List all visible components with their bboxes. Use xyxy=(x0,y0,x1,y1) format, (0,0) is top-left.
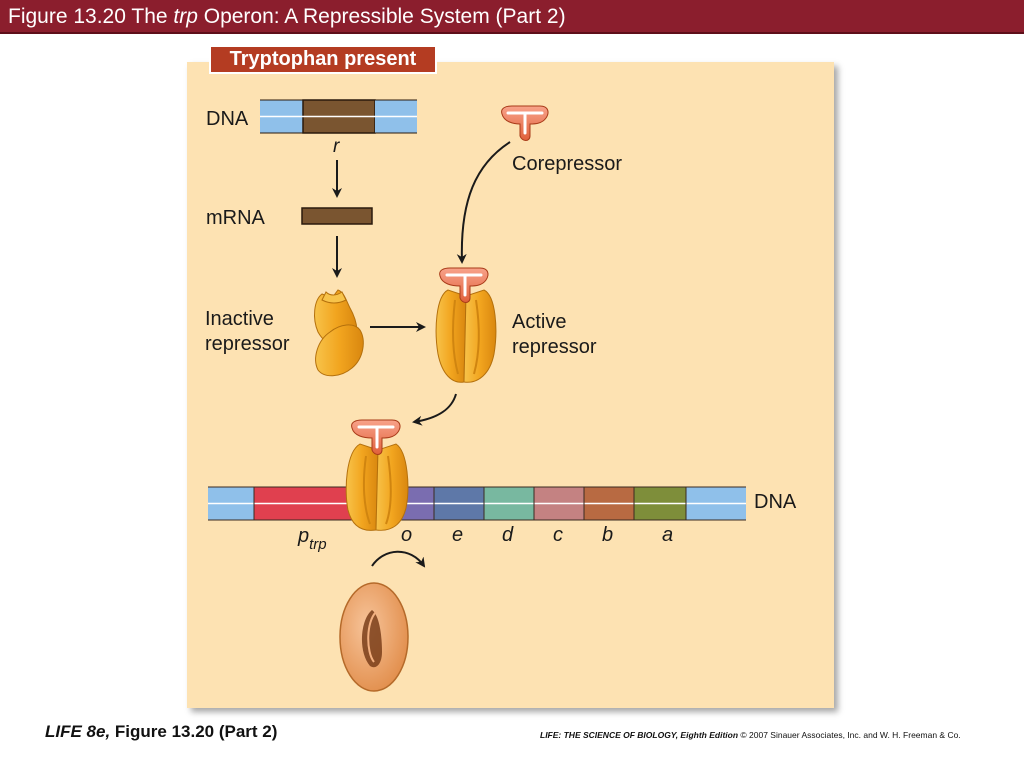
corepressor-shape xyxy=(501,105,549,141)
slide-title: Figure 13.20 The trp Operon: A Repressib… xyxy=(8,5,566,28)
dna-regulatory-gene xyxy=(260,99,417,134)
inactive-label-2: repressor xyxy=(205,333,290,355)
panel-label: Tryptophan present xyxy=(209,45,437,74)
active-label-1: Active xyxy=(512,311,566,333)
active-label-2: repressor xyxy=(512,336,597,358)
operon-dna xyxy=(208,486,746,521)
footer-copyright: LIFE: THE SCIENCE OF BIOLOGY, Eighth Edi… xyxy=(540,730,961,740)
title-bar: Figure 13.20 The trp Operon: A Repressib… xyxy=(0,0,1024,34)
gene-label-e: e xyxy=(452,524,463,546)
dna-top-label: DNA xyxy=(206,108,249,130)
inactive-label-1: Inactive xyxy=(205,308,274,330)
gene-label-b: b xyxy=(602,524,613,546)
gene-label-a: a xyxy=(662,524,673,546)
mrna-bar xyxy=(301,207,373,225)
rna-polymerase-shape xyxy=(339,582,409,692)
mrna-label: mRNA xyxy=(206,207,266,229)
gene-label-d: d xyxy=(502,524,514,546)
footer-citation: LIFE 8e, Figure 13.20 (Part 2) xyxy=(45,722,278,741)
corepressor-binding-arrow xyxy=(456,141,511,264)
blocked-transcription-arrow xyxy=(371,550,426,568)
repressor-binding-arrow xyxy=(412,393,457,426)
gene-r-label: r xyxy=(333,136,340,157)
corepressor-label: Corepressor xyxy=(512,153,622,175)
bound-repressor-shape xyxy=(345,419,409,531)
promoter-label: ptrp xyxy=(297,525,327,553)
inactive-repressor-shape xyxy=(314,289,364,377)
dna-bottom-label: DNA xyxy=(754,491,797,513)
gene-label-o: o xyxy=(401,524,412,546)
active-repressor-shape xyxy=(435,267,497,383)
gene-label-c: c xyxy=(553,524,563,546)
diagram-panel xyxy=(187,62,834,708)
